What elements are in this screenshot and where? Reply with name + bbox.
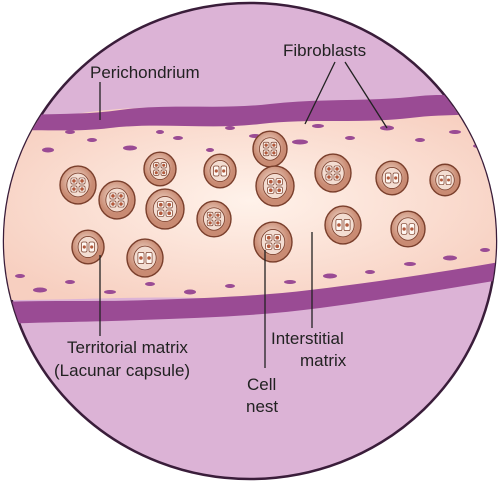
fibroblasts-leader-left [304,61,336,125]
leader-lines [99,61,388,368]
chondrocyte-lacunae [59,130,461,278]
chondrocyte-lacuna [98,180,136,220]
label-territorial-matrix: Territorial matrix [67,338,188,357]
label-perichondrium: Perichondrium [90,63,200,82]
perichondrium-top-band [4,95,496,132]
chondrocyte-lacuna [196,200,232,238]
chondrocyte-lacuna [314,153,352,193]
chondrocyte-lacuna [252,130,288,168]
chondrocyte-lacuna [126,238,164,278]
fibroblasts-bottom [15,248,490,295]
chondrocyte-lacuna [255,165,295,207]
fibroblasts-leader-right [344,61,388,129]
label-matrix: matrix [300,351,347,370]
chondrocyte-lacuna [145,188,185,230]
chondrocyte-lacuna [203,153,237,189]
chondrocyte-lacuna [375,160,409,196]
chondrocyte-lacuna [71,229,105,265]
chondrocyte-lacuna [429,163,461,197]
chondrocyte-lacuna [390,210,426,248]
chondrocyte-lacuna [253,221,293,263]
label-interstitial: Interstitial [271,329,344,348]
cartilage-matrix-band [4,101,496,300]
fibroblasts-top [42,124,483,153]
label-fibroblasts: Fibroblasts [283,41,366,60]
label-nest: nest [246,397,278,416]
label-lacunar-capsule: (Lacunar capsule) [54,361,190,380]
chondrocyte-lacuna [59,165,97,205]
perichondrium-bottom-band [4,262,496,324]
chondrocyte-lacuna [324,205,362,245]
chondrocyte-lacuna [143,151,177,187]
label-cell: Cell [247,375,276,394]
